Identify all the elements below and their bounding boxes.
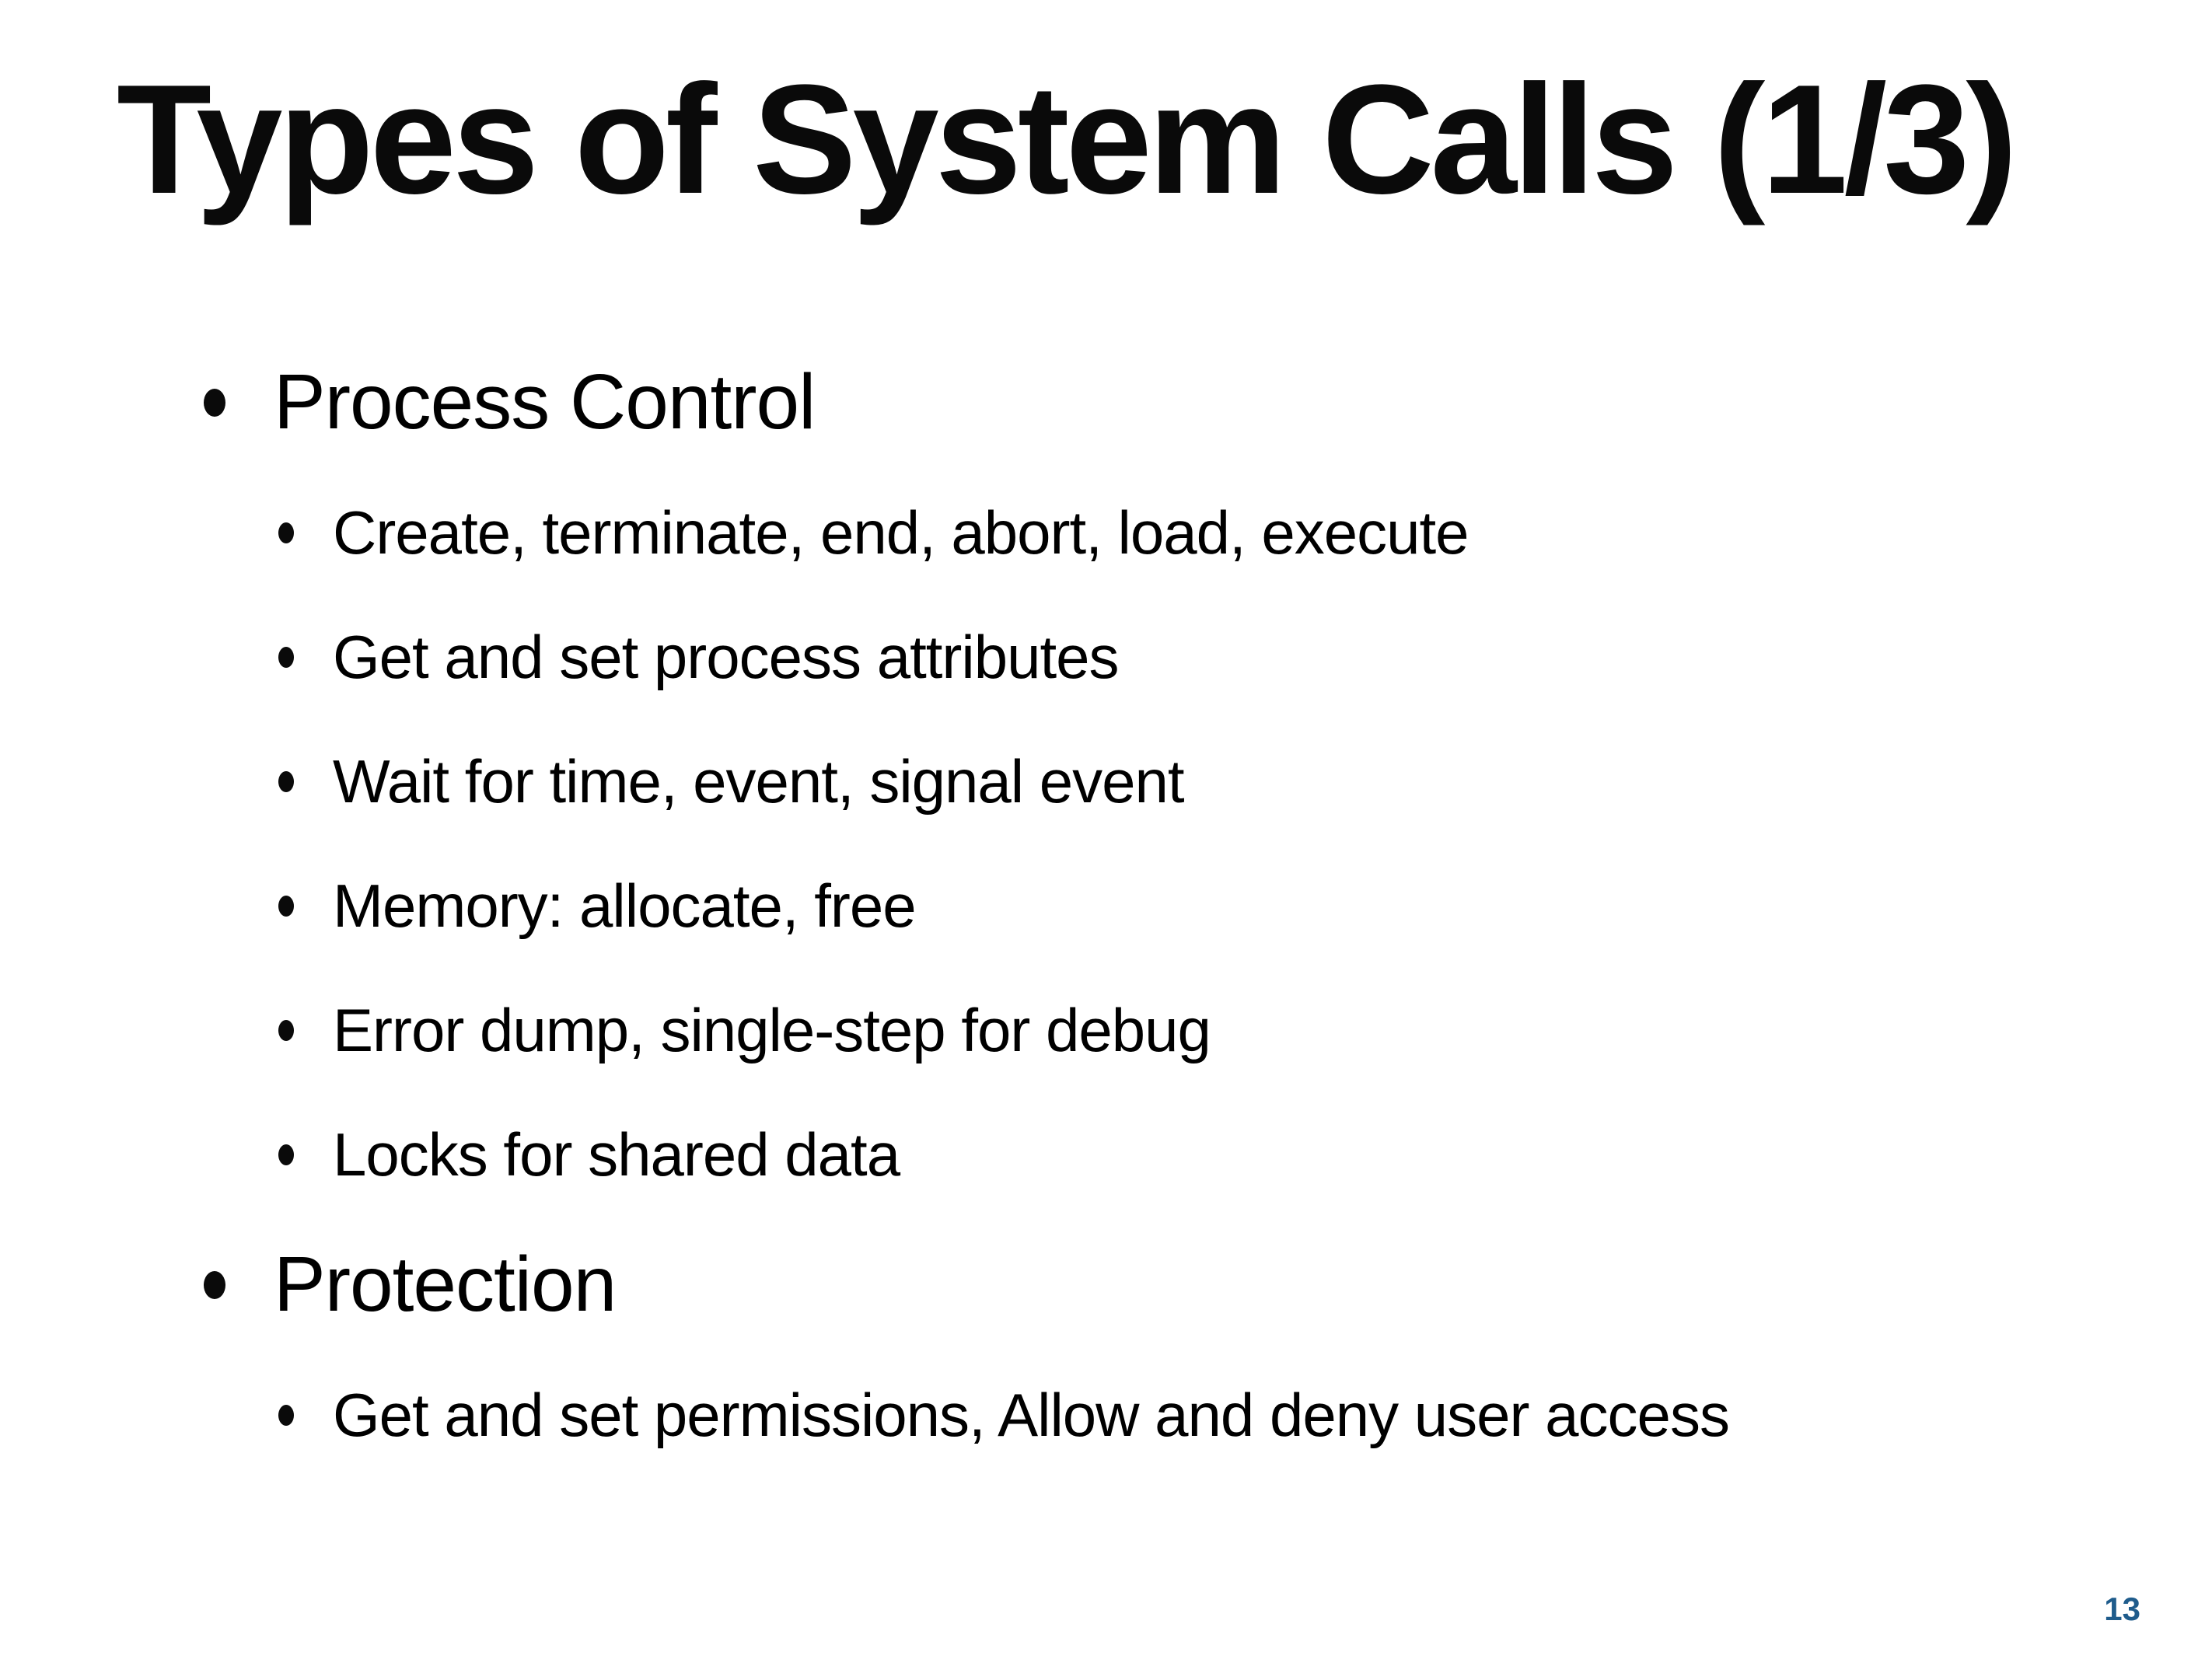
list-item: Locks for shared data: [278, 1092, 2212, 1217]
section-title: Process Control: [274, 358, 816, 445]
bullet-icon: [204, 388, 225, 417]
list-item: Error dump, single-step for debug: [278, 968, 2212, 1092]
list-item: Get and set permissions, Allow and deny …: [278, 1353, 2212, 1477]
list-item: Get and set process attributes: [278, 595, 2212, 719]
bullet-icon: [278, 1144, 294, 1165]
slide-title: Types of System Calls (1/3): [117, 53, 2018, 226]
list-item-protection: Protection: [204, 1217, 2212, 1353]
list-item-label: Memory: allocate, free: [333, 871, 917, 940]
section-title: Protection: [274, 1241, 617, 1328]
bullet-icon: [278, 1019, 294, 1041]
list-item-process-control: Process Control: [204, 334, 2212, 470]
list-item: Wait for time, event, signal event: [278, 719, 2212, 843]
bullet-icon: [278, 522, 294, 543]
list-item-label: Locks for shared data: [333, 1119, 900, 1189]
bullet-icon: [278, 646, 294, 668]
page-number: 13: [2104, 1591, 2140, 1627]
bullet-icon: [278, 770, 294, 792]
list-item: Memory: allocate, free: [278, 843, 2212, 968]
slide-body: Process Control Create, terminate, end, …: [0, 334, 2212, 1477]
bullet-icon: [278, 1404, 294, 1426]
list-item: Create, terminate, end, abort, load, exe…: [278, 470, 2212, 595]
list-item-label: Wait for time, event, signal event: [333, 746, 1185, 816]
bullet-icon: [204, 1270, 225, 1299]
list-item-label: Error dump, single-step for debug: [333, 995, 1211, 1064]
list-item-label: Get and set permissions, Allow and deny …: [333, 1380, 1730, 1449]
list-item-label: Create, terminate, end, abort, load, exe…: [333, 498, 1469, 567]
bullet-icon: [278, 895, 294, 917]
list-item-label: Get and set process attributes: [333, 622, 1120, 691]
